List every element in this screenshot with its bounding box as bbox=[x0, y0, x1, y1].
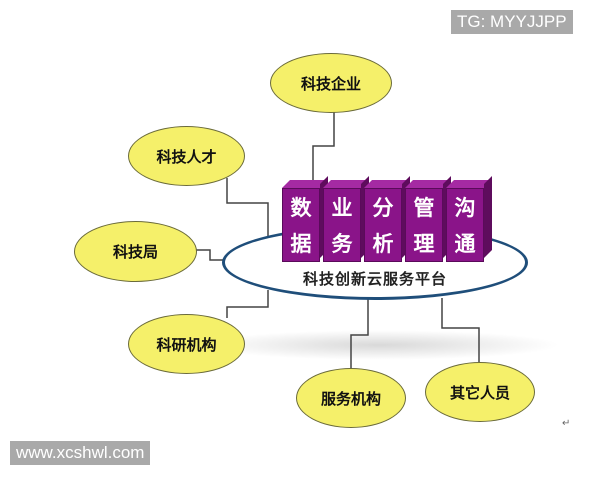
node-tech-bureau: 科技局 bbox=[74, 221, 197, 282]
watermark-bottom-left: www.xcshwl.com bbox=[10, 441, 151, 465]
cube-management: 管 理 bbox=[405, 188, 443, 262]
cube-business: 业 务 bbox=[323, 188, 361, 262]
cube-char: 管 bbox=[413, 196, 435, 220]
node-tech-enterprise: 科技企业 bbox=[270, 53, 392, 113]
cube-char: 据 bbox=[290, 232, 312, 256]
cube-char: 数 bbox=[290, 196, 312, 220]
node-other-personnel: 其它人员 bbox=[425, 362, 535, 422]
platform-shadow bbox=[200, 330, 560, 360]
node-tech-talent: 科技人才 bbox=[128, 126, 245, 186]
node-service-institution: 服务机构 bbox=[296, 368, 406, 428]
cube-analysis: 分 析 bbox=[364, 188, 402, 262]
cube-char: 务 bbox=[331, 232, 353, 256]
cube-char: 沟 bbox=[454, 196, 476, 220]
platform-label: 科技创新云服务平台 bbox=[302, 270, 447, 288]
cube-char: 通 bbox=[454, 232, 476, 256]
cube-char: 析 bbox=[372, 232, 394, 256]
cube-communication: 沟 通 bbox=[446, 188, 484, 262]
function-cubes: 数 据 业 务 分 析 管 理 沟 通 bbox=[282, 180, 487, 262]
cube-char: 分 bbox=[372, 196, 394, 220]
cube-char: 业 bbox=[331, 196, 353, 220]
node-research-institution: 科研机构 bbox=[128, 314, 245, 374]
return-mark: ↵ bbox=[562, 418, 571, 429]
cube-char: 理 bbox=[413, 232, 435, 256]
watermark-top-right: TG: MYYJJPP bbox=[451, 10, 573, 34]
cube-data: 数 据 bbox=[282, 188, 320, 262]
